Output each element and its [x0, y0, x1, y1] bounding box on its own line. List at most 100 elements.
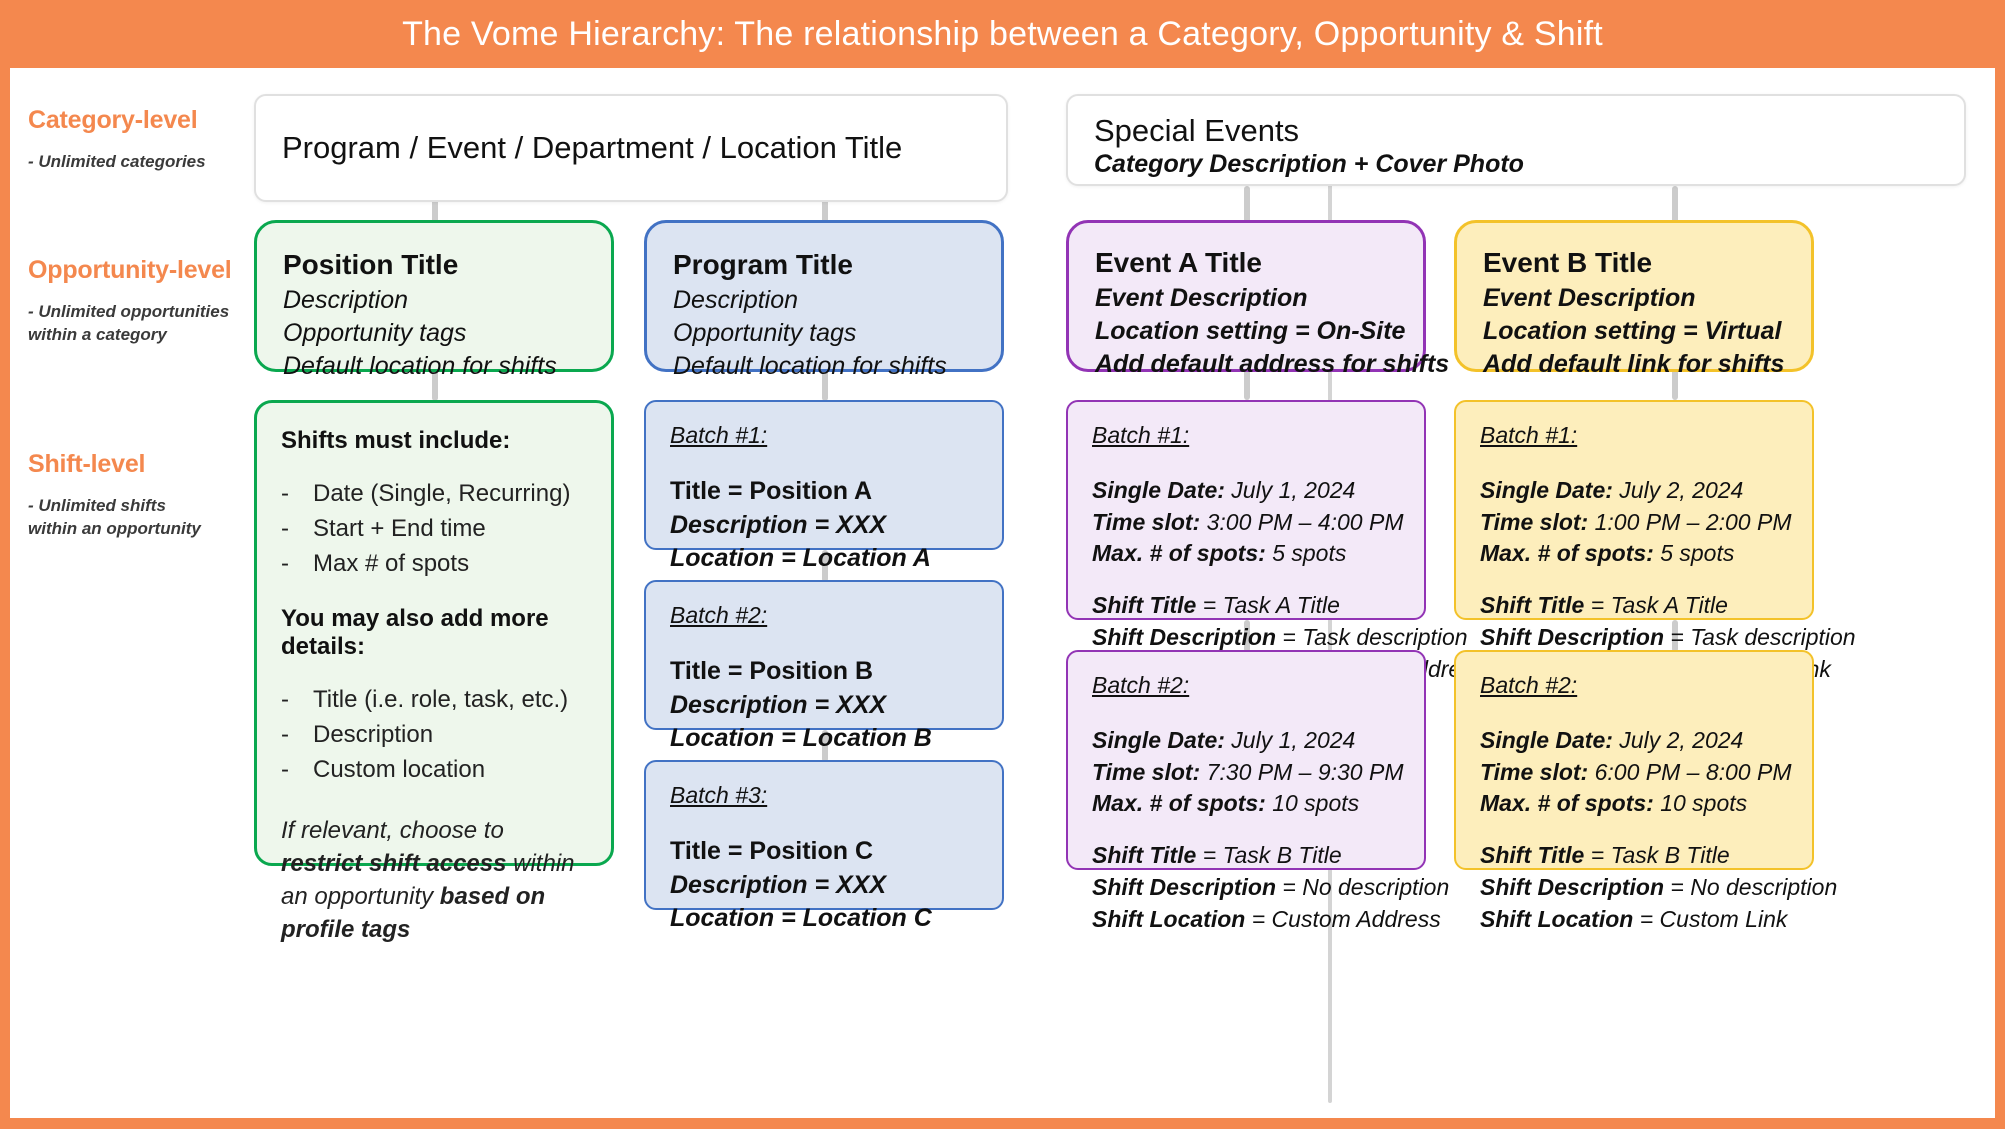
- purple-batch-2-row-4-val: = Task B Title: [1196, 842, 1342, 869]
- yellow-batch-2-row-3-key: Max. # of spots:: [1480, 790, 1654, 817]
- spacer: [1480, 820, 1788, 840]
- purple-batch-1-row-4-key: Shift Title: [1092, 592, 1197, 619]
- category-right-title: Special Events: [1094, 113, 1300, 148]
- connector-purple-to-shift: [1244, 368, 1250, 400]
- blue-batch-1-line-2: Description = XXX: [670, 510, 887, 539]
- shift-green-bullet-5: - Description: [281, 718, 587, 753]
- yellow-batch-1-row-4-val: = Task A Title: [1584, 592, 1728, 619]
- purple-batch-2-row-3: Max. # of spots: 10 spots: [1092, 788, 1400, 820]
- purple-batch-1-row-3: Max. # of spots: 5 spots: [1092, 538, 1400, 570]
- category-card-special-events[interactable]: Special Events Category Description + Co…: [1066, 94, 1966, 186]
- purple-batch-2-row-3-key: Max. # of spots:: [1092, 790, 1266, 817]
- blue-batch-3-label: Batch #3:: [670, 782, 768, 808]
- connector-green-to-shift: [432, 371, 438, 401]
- connector-cat-to-purple: [1244, 186, 1250, 226]
- shift-green-bullet-6-text: Custom location: [313, 755, 486, 783]
- purple-batch-1-row-1-val: July 1, 2024: [1224, 477, 1356, 503]
- purple-batch-2-row-6-val: = Custom Address: [1245, 905, 1441, 932]
- yellow-batch-2-row-4: Shift Title = Task B Title: [1480, 840, 1788, 872]
- spacer: [1480, 570, 1788, 590]
- shift-card-blue-batch-1[interactable]: Batch #1: Title = Position A Description…: [644, 400, 1004, 572]
- blue-batch-2-line-2: Description = XXX: [670, 690, 887, 719]
- yellow-batch-2-row-5-val: = No description: [1664, 873, 1838, 900]
- yellow-batch-2-label: Batch #2:: [1480, 672, 1578, 698]
- purple-batch-2-row-5-key: Shift Description: [1092, 873, 1277, 900]
- yellow-batch-2-row-4-key: Shift Title: [1480, 842, 1585, 869]
- yellow-batch-2-row-6-val: = Custom Link: [1633, 905, 1788, 932]
- opportunity-card-position[interactable]: Position Title Description Opportunity t…: [254, 220, 614, 380]
- shift-green-bullet-2: - Start + End time: [281, 512, 587, 547]
- blue-batch-2-line-3: Location = Location B: [670, 724, 932, 752]
- purple-batch-1-row-5-key: Shift Description: [1092, 623, 1277, 650]
- shift-card-blue-batch-2[interactable]: Batch #2: Title = Position B Description…: [644, 580, 1004, 752]
- connector-yellow-batch1-batch2: [1672, 620, 1678, 652]
- shift-card-blue-batch-3[interactable]: Batch #3: Title = Position C Description…: [644, 760, 1004, 932]
- opportunity-card-program[interactable]: Program Title Description Opportunity ta…: [644, 220, 1004, 380]
- yellow-batch-1-row-4-key: Shift Title: [1480, 592, 1585, 619]
- legend-category-level: Category-level - Unlimited categories: [28, 106, 278, 174]
- yellow-batch-1-row-5: Shift Description = Task description: [1480, 622, 1856, 654]
- purple-batch-1-row-5-val: = Task description: [1276, 623, 1468, 650]
- shift-card-purple-batch-2[interactable]: Batch #2: Single Date: July 1, 2024 Time…: [1066, 650, 1449, 932]
- purple-batch-2-row-5-val: = No description: [1276, 873, 1450, 900]
- shift-card-yellow-batch-2[interactable]: Batch #2: Single Date: July 2, 2024 Time…: [1454, 650, 1837, 932]
- opportunity-purple-title: Event A Title: [1095, 247, 1263, 278]
- legend-title-category: Category-level: [28, 106, 198, 134]
- purple-batch-2-row-4: Shift Title = Task B Title: [1092, 840, 1400, 872]
- yellow-batch-1-row-2-key: Time slot:: [1480, 508, 1589, 535]
- spacer: [1092, 570, 1400, 590]
- blue-batch-1-line-3: Location = Location A: [670, 544, 931, 572]
- yellow-batch-2-row-1: Single Date: July 2, 2024: [1480, 725, 1788, 757]
- connector-cat-to-green: [432, 198, 438, 226]
- shift-card-yellow-batch-1[interactable]: Batch #1: Single Date: July 2, 2024 Time…: [1454, 400, 1856, 682]
- purple-batch-2-row-3-val: 10 spots: [1265, 790, 1360, 817]
- yellow-batch-2-row-1-key: Single Date:: [1480, 727, 1613, 753]
- opportunity-green-line-1: Description: [283, 285, 409, 314]
- opportunity-yellow-line-1: Event Description: [1483, 283, 1696, 312]
- purple-batch-2-row-1-key: Single Date:: [1092, 727, 1225, 753]
- opportunity-yellow-line-2: Location setting = Virtual: [1483, 316, 1782, 345]
- legend-sub-category: - Unlimited categories: [28, 152, 206, 171]
- shift-green-bullet-3-text: Max # of spots: [313, 549, 470, 577]
- shift-green-bullet-5-text: Description: [313, 721, 434, 749]
- legend-title-shift: Shift-level: [28, 450, 146, 478]
- purple-batch-2-row-2-val: 7:30 PM – 9:30 PM: [1200, 758, 1404, 785]
- shift-green-heading-1: Shifts must include:: [281, 427, 511, 454]
- legend-title-opportunity: Opportunity-level: [28, 256, 232, 284]
- yellow-batch-1-row-3-val: 5 spots: [1653, 540, 1735, 567]
- purple-batch-2-row-2: Time slot: 7:30 PM – 9:30 PM: [1092, 757, 1404, 789]
- yellow-batch-2-row-5-key: Shift Description: [1480, 873, 1665, 900]
- yellow-batch-2-row-2-key: Time slot:: [1480, 758, 1589, 785]
- category-card-left[interactable]: Program / Event / Department / Location …: [254, 94, 1008, 202]
- yellow-batch-2-row-3: Max. # of spots: 10 spots: [1480, 788, 1788, 820]
- opportunity-yellow-line-3: Add default link for shifts: [1483, 349, 1785, 378]
- purple-batch-1-row-4: Shift Title = Task A Title: [1092, 590, 1400, 622]
- shift-card-purple-batch-1[interactable]: Batch #1: Single Date: July 1, 2024 Time…: [1066, 400, 1484, 682]
- header-bar: The Vome Hierarchy: The relationship bet…: [0, 0, 2005, 68]
- shift-panel-green[interactable]: Shifts must include: - Date (Single, Rec…: [254, 400, 614, 943]
- purple-batch-1-row-5: Shift Description = Task description: [1092, 622, 1468, 654]
- blue-batch-2-line-1: Title = Position B: [670, 657, 874, 685]
- yellow-batch-1-row-1-key: Single Date:: [1480, 477, 1613, 503]
- opportunity-card-event-b[interactable]: Event B Title Event Description Location…: [1454, 220, 1814, 378]
- yellow-batch-2-row-2: Time slot: 6:00 PM – 8:00 PM: [1480, 757, 1792, 789]
- purple-batch-1-label: Batch #1:: [1092, 422, 1190, 448]
- shift-green-heading-2: You may also add more details:: [281, 605, 549, 661]
- opportunity-green-line-2: Opportunity tags: [283, 318, 467, 347]
- shift-green-note-bold-2: based on profile tags: [281, 883, 546, 944]
- opportunity-purple-line-1: Event Description: [1095, 283, 1308, 312]
- connector-purple-batch1-batch2: [1244, 620, 1250, 652]
- purple-batch-2-row-1-val: July 1, 2024: [1224, 727, 1356, 753]
- yellow-batch-2-row-3-val: 10 spots: [1653, 790, 1748, 817]
- yellow-batch-2-row-4-val: = Task B Title: [1584, 842, 1730, 869]
- dash-glyph: -: [281, 721, 289, 749]
- connector-cat-to-blue: [822, 198, 828, 226]
- dash-glyph: -: [281, 514, 289, 542]
- purple-batch-2-row-1: Single Date: July 1, 2024: [1092, 725, 1400, 757]
- dash-glyph: -: [281, 549, 289, 577]
- shift-green-bullet-1: - Date (Single, Recurring): [281, 477, 587, 512]
- purple-batch-2-row-6-key: Shift Location: [1092, 905, 1246, 932]
- purple-batch-1-row-1-key: Single Date:: [1092, 477, 1225, 503]
- opportunity-card-event-a[interactable]: Event A Title Event Description Location…: [1066, 220, 1449, 378]
